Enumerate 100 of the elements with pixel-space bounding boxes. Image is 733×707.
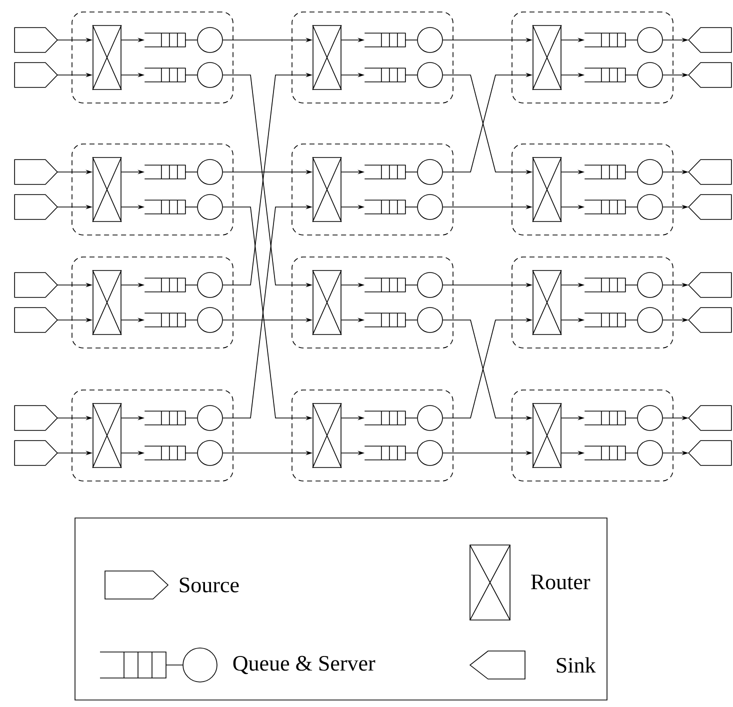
router-box bbox=[312, 402, 342, 468]
legend-text: Queue & Server bbox=[233, 656, 376, 674]
connector-line bbox=[625, 206, 638, 208]
server-circle bbox=[197, 62, 223, 88]
server-circle bbox=[637, 307, 663, 333]
switch-group-frame bbox=[72, 12, 234, 104]
queue-buffer bbox=[144, 32, 186, 48]
queue-buffer bbox=[364, 68, 406, 82]
sink-shape bbox=[688, 405, 732, 431]
queue-buffer bbox=[584, 446, 626, 460]
connector-line bbox=[625, 452, 638, 454]
server-circle bbox=[417, 194, 443, 220]
switch-group-frame bbox=[72, 144, 234, 236]
router-box bbox=[312, 270, 342, 336]
server-circle bbox=[197, 307, 223, 333]
source-shape bbox=[14, 307, 58, 333]
router-box bbox=[92, 156, 122, 222]
router-box bbox=[312, 156, 342, 222]
queue-buffer bbox=[144, 68, 186, 82]
queue-buffer bbox=[364, 32, 406, 48]
router-box bbox=[532, 156, 562, 222]
server-circle bbox=[417, 307, 443, 333]
server-circle bbox=[417, 405, 443, 431]
queue-buffer bbox=[584, 200, 626, 214]
legend-text: Router bbox=[531, 574, 590, 590]
router-box bbox=[532, 270, 562, 336]
router-box bbox=[532, 24, 562, 90]
server-circle bbox=[417, 62, 443, 88]
queue-buffer bbox=[144, 312, 186, 328]
source-shape bbox=[14, 27, 58, 53]
connector-line bbox=[185, 284, 198, 286]
switch-group-frame bbox=[292, 256, 454, 348]
queue-buffer bbox=[364, 312, 406, 328]
queue-buffer bbox=[364, 446, 406, 460]
source-shape bbox=[14, 159, 58, 185]
switch-group-frame bbox=[292, 12, 454, 104]
queue-buffer bbox=[364, 200, 406, 214]
switch-group-frame bbox=[512, 12, 674, 104]
server-circle bbox=[417, 159, 443, 185]
switch-group-frame bbox=[72, 390, 234, 482]
server-circle bbox=[637, 405, 663, 431]
server-circle bbox=[637, 62, 663, 88]
switch-group-frame bbox=[292, 144, 454, 236]
queue-buffer bbox=[584, 312, 626, 328]
router-box bbox=[92, 270, 122, 336]
queue-buffer bbox=[584, 278, 626, 292]
server-circle bbox=[197, 27, 223, 53]
queue-buffer bbox=[584, 410, 626, 426]
server-circle bbox=[637, 440, 663, 466]
server-circle bbox=[197, 440, 223, 466]
queue-buffer bbox=[144, 278, 186, 292]
queue-buffer bbox=[584, 32, 626, 48]
sink-shape bbox=[688, 440, 732, 466]
source-shape bbox=[14, 194, 58, 220]
queue-buffer bbox=[364, 410, 406, 426]
server-circle bbox=[197, 194, 223, 220]
connector-line bbox=[185, 74, 198, 76]
queue-buffer bbox=[144, 200, 186, 214]
sink-shape bbox=[688, 194, 732, 220]
source-shape bbox=[14, 62, 58, 88]
server-circle bbox=[197, 405, 223, 431]
router-box bbox=[532, 402, 562, 468]
queue-buffer bbox=[364, 164, 406, 180]
switch-group-frame bbox=[292, 390, 454, 482]
legend-text: Source bbox=[180, 578, 239, 592]
server-circle bbox=[637, 194, 663, 220]
server-circle bbox=[637, 27, 663, 53]
server-circle bbox=[637, 159, 663, 185]
switch-group-frame bbox=[512, 144, 674, 236]
legend-text: Sink bbox=[556, 657, 596, 673]
server-circle bbox=[197, 159, 223, 185]
queue-buffer bbox=[364, 278, 406, 292]
queue-buffer bbox=[584, 164, 626, 180]
connector-line bbox=[185, 452, 198, 454]
connector-line bbox=[625, 74, 638, 76]
source-shape bbox=[14, 272, 58, 298]
server-circle bbox=[197, 272, 223, 298]
sink-shape bbox=[688, 272, 732, 298]
connector-line bbox=[625, 284, 638, 286]
connector-line bbox=[185, 206, 198, 208]
queue-buffer bbox=[144, 164, 186, 180]
queue-buffer bbox=[144, 410, 186, 426]
server-circle bbox=[417, 440, 443, 466]
router-box bbox=[312, 24, 342, 90]
sink-shape bbox=[688, 307, 732, 333]
queue-buffer bbox=[144, 446, 186, 460]
source-shape bbox=[14, 405, 58, 431]
connector-line bbox=[405, 74, 418, 76]
server-circle bbox=[637, 272, 663, 298]
sink-shape bbox=[688, 27, 732, 53]
router-box bbox=[92, 24, 122, 90]
switch-group-frame bbox=[72, 256, 234, 348]
connector-line bbox=[405, 452, 418, 454]
queue-buffer bbox=[584, 68, 626, 82]
connector-line bbox=[405, 206, 418, 208]
router-box bbox=[92, 402, 122, 468]
sink-shape bbox=[688, 159, 732, 185]
server-circle bbox=[417, 272, 443, 298]
sink-shape bbox=[688, 62, 732, 88]
server-circle bbox=[417, 27, 443, 53]
